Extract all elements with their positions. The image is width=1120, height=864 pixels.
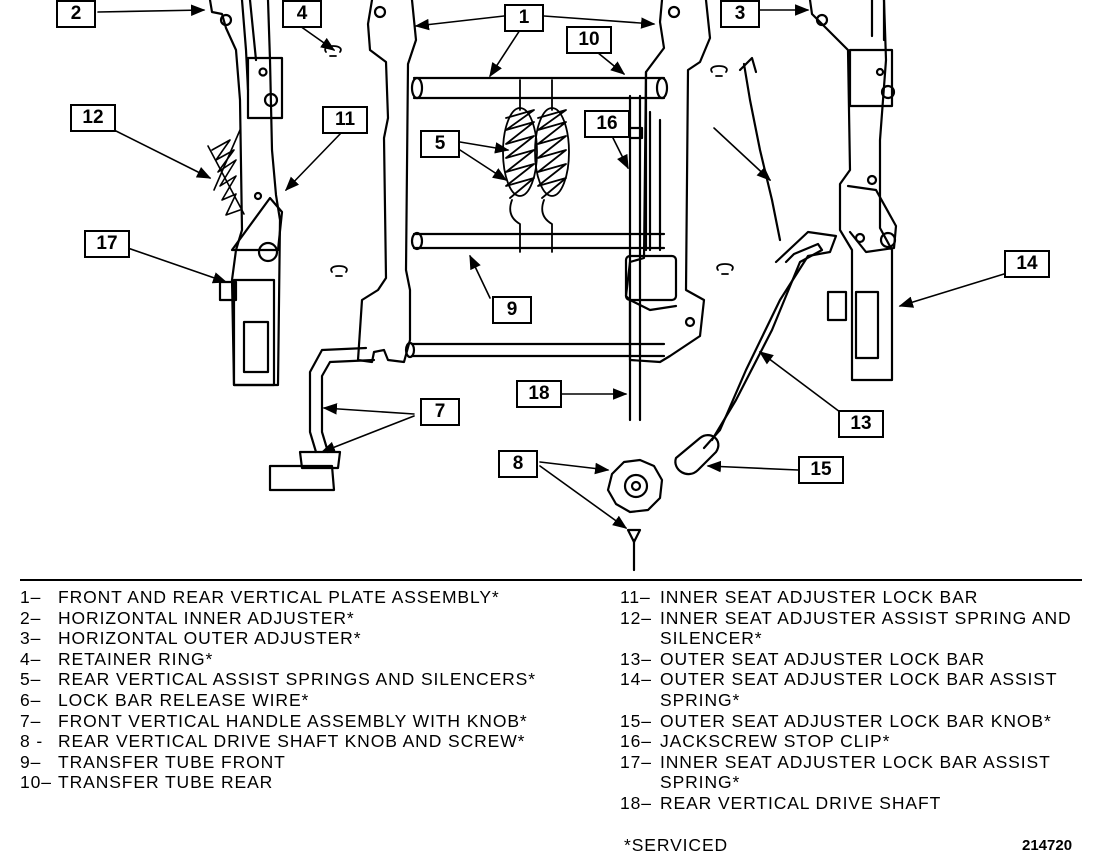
legend-item-text: REAR VERTICAL ASSIST SPRINGS AND SILENCE… xyxy=(58,669,536,690)
legend-item: 9– TRANSFER TUBE FRONT xyxy=(20,752,580,773)
inner-adjuster-rail xyxy=(208,0,284,387)
legend-item-number: 17– xyxy=(620,751,652,772)
legend-item: 1– FRONT AND REAR VERTICAL PLATE ASSEMBLY… xyxy=(20,587,580,608)
legend-item-number: 4– xyxy=(20,648,42,669)
legend-item: 18– REAR VERTICAL DRIVE SHAFT xyxy=(620,793,1090,814)
legend-item: 16– JACKSCREW STOP CLIP* xyxy=(620,731,1090,752)
legend-item: 3– HORIZONTAL OUTER ADJUSTER* xyxy=(20,628,580,649)
drive-shaft-knob xyxy=(606,458,664,572)
legend-right-column: 11– INNER SEAT ADJUSTER LOCK BAR 12– INNER … xyxy=(620,587,1090,814)
rear-assist-springs xyxy=(502,79,570,253)
legend-item-number: 1– xyxy=(20,587,42,607)
legend-item: 6– LOCK BAR RELEASE WIRE* xyxy=(20,690,580,711)
legend-item-number: 7– xyxy=(20,710,42,731)
legend-item: 7– FRONT VERTICAL HANDLE ASSEMBLY WITH KN… xyxy=(20,711,580,732)
callout-14: 14 xyxy=(1004,250,1050,278)
legend-item: 14– OUTER SEAT ADJUSTER LOCK BAR ASSIST S… xyxy=(620,669,1090,710)
legend-item-text: REAR VERTICAL DRIVE SHAFT KNOB AND SCREW… xyxy=(58,731,526,752)
legend-item-number: 3– xyxy=(20,628,42,649)
callout-17: 17 xyxy=(84,230,130,258)
seat-adjuster-exploded-diagram xyxy=(97,0,1005,572)
callout-2: 2 xyxy=(56,0,96,28)
callout-4: 4 xyxy=(282,0,322,28)
legend-item-text: RETAINER RING* xyxy=(58,648,214,669)
front-vertical-handle xyxy=(268,346,376,492)
legend-item-text: OUTER SEAT ADJUSTER LOCK BAR KNOB* xyxy=(660,710,1052,731)
legend-item-number: 13– xyxy=(620,648,652,669)
legend-item-text: HORIZONTAL INNER ADJUSTER* xyxy=(58,607,355,628)
legend-item-text: OUTER SEAT ADJUSTER LOCK BAR xyxy=(660,648,986,669)
callout-11: 11 xyxy=(322,106,368,134)
legend-item-text: TRANSFER TUBE REAR xyxy=(58,772,274,793)
legend-item-number: 9– xyxy=(20,751,42,772)
callout-1: 1 xyxy=(504,4,544,32)
legend-item-text: JACKSCREW STOP CLIP* xyxy=(660,731,891,752)
legend-divider xyxy=(20,579,1082,581)
legend-item: 17– INNER SEAT ADJUSTER LOCK BAR ASSIST S… xyxy=(620,752,1090,793)
legend-item-text: TRANSFER TUBE FRONT xyxy=(58,751,286,772)
legend-item-number: 2– xyxy=(20,607,42,628)
legend-item: 15– OUTER SEAT ADJUSTER LOCK BAR KNOB* xyxy=(620,711,1090,732)
legend-left-column: 1– FRONT AND REAR VERTICAL PLATE ASSEMBLY… xyxy=(20,587,580,793)
legend-item: 2– HORIZONTAL INNER ADJUSTER* xyxy=(20,608,580,629)
callout-8: 8 xyxy=(498,450,538,478)
outer-adjuster-rail xyxy=(808,0,898,382)
legend-item-number: 11– xyxy=(620,587,651,607)
legend-item-number: 10– xyxy=(20,772,52,793)
legend-item-text: LOCK BAR RELEASE WIRE* xyxy=(58,689,310,710)
callout-7: 7 xyxy=(420,398,460,426)
vertical-plate-assembly xyxy=(356,0,712,364)
transfer-tubes xyxy=(404,76,669,422)
figure-id: 214720 xyxy=(1022,837,1073,854)
legend-item-text: REAR VERTICAL DRIVE SHAFT xyxy=(660,792,942,813)
legend-item-text: INNER SEAT ADJUSTER LOCK BAR ASSIST SPRI… xyxy=(660,751,1051,793)
callout-10: 10 xyxy=(566,26,612,54)
legend-item-number: 12– xyxy=(620,607,652,628)
legend-item-number: 15– xyxy=(620,710,652,731)
legend-item-number: 18– xyxy=(620,792,652,813)
outer-lock-bar xyxy=(674,56,838,476)
callout-9: 9 xyxy=(492,296,532,324)
legend-item-text: HORIZONTAL OUTER ADJUSTER* xyxy=(58,628,362,649)
legend-item-number: 5– xyxy=(20,669,42,690)
callout-15: 15 xyxy=(798,456,844,484)
legend-item-text: FRONT AND REAR VERTICAL PLATE ASSEMBLY* xyxy=(58,587,500,607)
callout-18: 18 xyxy=(516,380,562,408)
legend-item-text: OUTER SEAT ADJUSTER LOCK BAR ASSIST SPRI… xyxy=(660,669,1058,710)
callout-13: 13 xyxy=(838,410,884,438)
leader-lines xyxy=(97,4,1005,529)
legend-item: 11– INNER SEAT ADJUSTER LOCK BAR xyxy=(620,587,1090,608)
legend-item-number: 14– xyxy=(620,669,652,690)
legend-item: 12– INNER SEAT ADJUSTER ASSIST SPRING AND… xyxy=(620,608,1090,649)
legend-item-text: INNER SEAT ADJUSTER ASSIST SPRING AND SI… xyxy=(660,607,1072,649)
legend-item-text: INNER SEAT ADJUSTER LOCK BAR xyxy=(660,587,979,607)
legend-item: 5– REAR VERTICAL ASSIST SPRINGS AND SILEN… xyxy=(20,669,580,690)
inner-assist-spring xyxy=(207,129,245,216)
callout-16: 16 xyxy=(584,110,630,138)
legend-item: 4– RETAINER RING* xyxy=(20,649,580,670)
callout-5: 5 xyxy=(420,130,460,158)
legend-item: 10– TRANSFER TUBE REAR xyxy=(20,772,580,793)
legend-item-number: 8 - xyxy=(20,731,44,752)
callout-3: 3 xyxy=(720,0,760,28)
serviced-note: *SERVICED xyxy=(624,835,729,855)
legend-item: 8 - REAR VERTICAL DRIVE SHAFT KNOB AND SC… xyxy=(20,731,580,752)
legend-item: 13– OUTER SEAT ADJUSTER LOCK BAR xyxy=(620,649,1090,670)
legend-item-text: FRONT VERTICAL HANDLE ASSEMBLY WITH KNOB… xyxy=(58,710,528,731)
legend-item-number: 6– xyxy=(20,689,42,710)
legend-item-number: 16– xyxy=(620,731,652,752)
callout-12: 12 xyxy=(70,104,116,132)
